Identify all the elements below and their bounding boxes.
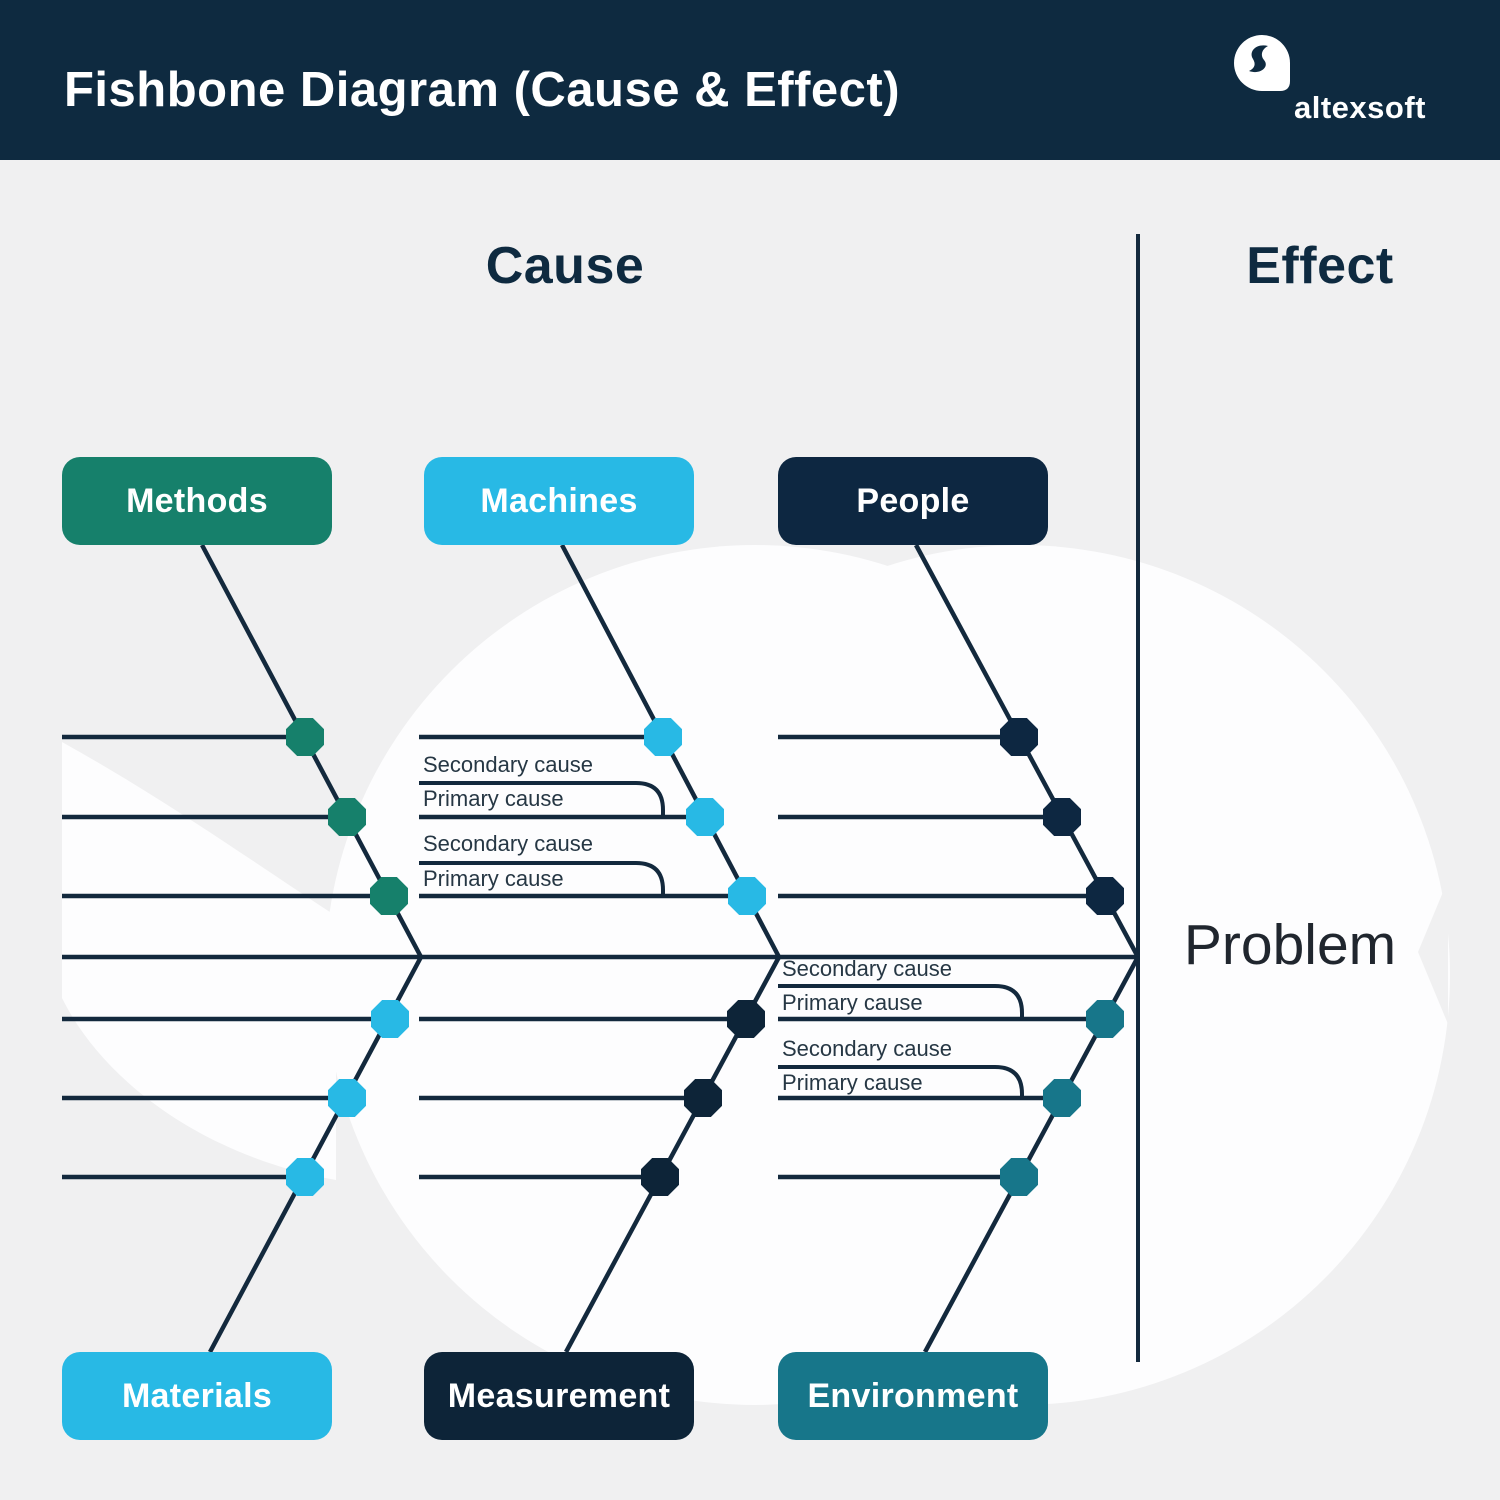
problem-label: Problem (1183, 913, 1397, 977)
brand-wordmark: altexsoft (1294, 90, 1426, 125)
fish-mouth-notch (1418, 880, 1448, 1024)
category-box-machines: Machines (424, 457, 694, 545)
label-secondary-cause: Secondary cause (423, 831, 593, 856)
node-people-1 (1000, 718, 1038, 756)
node-machines-2 (686, 798, 724, 836)
cause-heading: Cause (485, 237, 645, 295)
node-materials-1 (371, 1000, 409, 1038)
category-box-materials: Materials (62, 1352, 332, 1440)
node-environment-2 (1043, 1079, 1081, 1117)
node-people-3 (1086, 877, 1124, 915)
fish-head-shape (590, 545, 1450, 1405)
label-secondary-cause: Secondary cause (782, 956, 952, 981)
node-people-2 (1043, 798, 1081, 836)
effect-heading: Effect (1246, 237, 1394, 295)
branch-machines-secondary-1 (419, 781, 665, 817)
category-box-people: People (778, 457, 1048, 545)
branch-environment-secondary-1 (778, 984, 1024, 1019)
branch-machines-secondary-2 (419, 861, 665, 896)
label-primary-cause: Primary cause (782, 1070, 923, 1095)
node-measurement-1 (727, 1000, 765, 1038)
branch-environment-secondary-2 (778, 1065, 1024, 1098)
fish-tail-shape (62, 742, 336, 1180)
node-measurement-2 (684, 1079, 722, 1117)
category-box-measurement: Measurement (424, 1352, 694, 1440)
label-primary-cause: Primary cause (423, 786, 564, 811)
label-primary-cause: Primary cause (423, 866, 564, 891)
label-secondary-cause: Secondary cause (423, 752, 593, 777)
node-materials-2 (328, 1079, 366, 1117)
category-box-methods: Methods (62, 457, 332, 545)
category-box-environment: Environment (778, 1352, 1048, 1440)
brand-logo: altexsoft (1233, 34, 1448, 130)
node-materials-3 (286, 1158, 324, 1196)
node-methods-2 (328, 798, 366, 836)
node-measurement-3 (641, 1158, 679, 1196)
node-environment-1 (1086, 1000, 1124, 1038)
node-machines-3 (728, 877, 766, 915)
page-title: Fishbone Diagram (Cause & Effect) (64, 63, 901, 117)
label-secondary-cause: Secondary cause (782, 1036, 952, 1061)
label-primary-cause: Primary cause (782, 990, 923, 1015)
header-bar: Fishbone Diagram (Cause & Effect) altexs… (0, 0, 1500, 160)
node-methods-3 (370, 877, 408, 915)
node-machines-1 (644, 718, 682, 756)
node-methods-1 (286, 718, 324, 756)
altexsoft-icon (1234, 35, 1290, 91)
node-environment-3 (1000, 1158, 1038, 1196)
